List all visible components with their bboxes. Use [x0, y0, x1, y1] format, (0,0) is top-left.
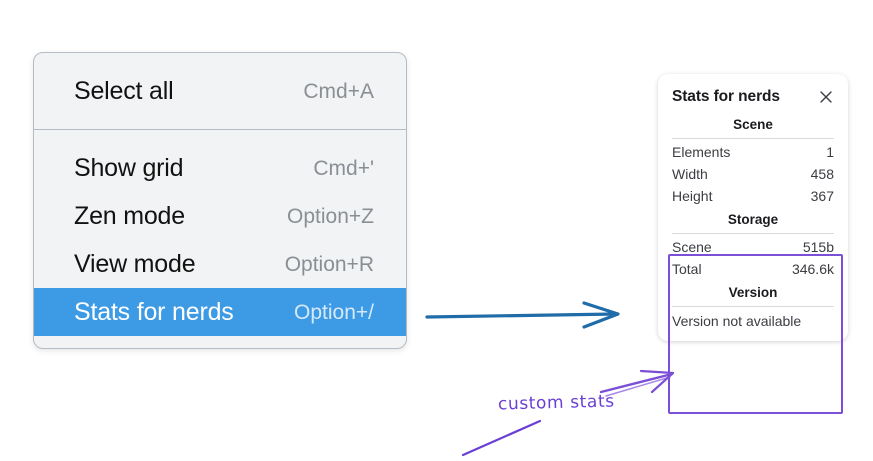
stat-row-elements: Elements 1 — [672, 141, 834, 163]
section-divider — [672, 138, 834, 139]
menu-item-view-mode[interactable]: View mode Option+R — [34, 240, 406, 288]
section-heading-storage: Storage — [727, 212, 779, 227]
stat-row-width: Width 458 — [672, 163, 834, 185]
stat-value: 346.6k — [791, 261, 834, 277]
stat-key: Width — [672, 166, 708, 182]
menu-item-label: Zen mode — [74, 201, 185, 230]
menu-item-show-grid[interactable]: Show grid Cmd+' — [34, 144, 406, 192]
blue-arrow — [425, 301, 620, 329]
panel-body: Scene Elements 1 Width 458 Height 367 St… — [658, 112, 848, 341]
menu-item-label: Select all — [74, 76, 174, 105]
stat-value: 1 — [826, 144, 834, 160]
section-divider — [672, 306, 834, 307]
menu-item-shortcut: Cmd+' — [313, 156, 374, 180]
menu-group-2: Show grid Cmd+' Zen mode Option+Z View m… — [34, 130, 406, 348]
menu-item-shortcut: Option+Z — [287, 204, 374, 228]
purple-arrow — [599, 369, 675, 397]
menu-item-label: Stats for nerds — [74, 297, 234, 326]
section-divider — [672, 233, 834, 234]
stat-key: Scene — [672, 239, 712, 255]
menu-item-shortcut: Option+R — [284, 252, 374, 276]
stat-value: 458 — [810, 166, 834, 182]
stat-row-height: Height 367 — [672, 185, 834, 207]
stat-value: 367 — [810, 188, 834, 204]
callout-label: custom stats — [497, 391, 615, 415]
stat-key: Total — [672, 261, 702, 277]
context-menu: Select all Cmd+A Show grid Cmd+' Zen mod… — [33, 52, 407, 349]
menu-item-shortcut: Cmd+A — [303, 79, 374, 103]
panel-header: Stats for nerds — [658, 74, 848, 112]
menu-item-zen-mode[interactable]: Zen mode Option+Z — [34, 192, 406, 240]
menu-group-1: Select all Cmd+A — [34, 53, 406, 129]
close-icon[interactable] — [818, 89, 834, 105]
stat-key: Elements — [672, 144, 731, 160]
menu-item-label: View mode — [74, 249, 196, 278]
stat-row-storage-total: Total 346.6k — [672, 258, 834, 280]
panel-title: Stats for nerds — [672, 88, 780, 105]
menu-item-label: Show grid — [74, 153, 184, 182]
stats-for-nerds-panel: Stats for nerds Scene Elements 1 Width 4… — [658, 74, 848, 341]
version-status-text: Version not available — [672, 313, 802, 329]
stat-value: 515b — [802, 239, 834, 255]
stat-key: Height — [672, 188, 713, 204]
purple-underline-stroke — [461, 419, 542, 457]
menu-item-stats-for-nerds[interactable]: Stats for nerds Option+/ — [34, 288, 406, 336]
menu-item-select-all[interactable]: Select all Cmd+A — [34, 67, 406, 115]
menu-divider — [34, 129, 406, 130]
stat-row-storage-scene: Scene 515b — [672, 236, 834, 258]
section-heading-scene: Scene — [733, 117, 773, 132]
section-heading-version: Version — [728, 285, 778, 300]
menu-item-shortcut: Option+/ — [294, 300, 374, 324]
